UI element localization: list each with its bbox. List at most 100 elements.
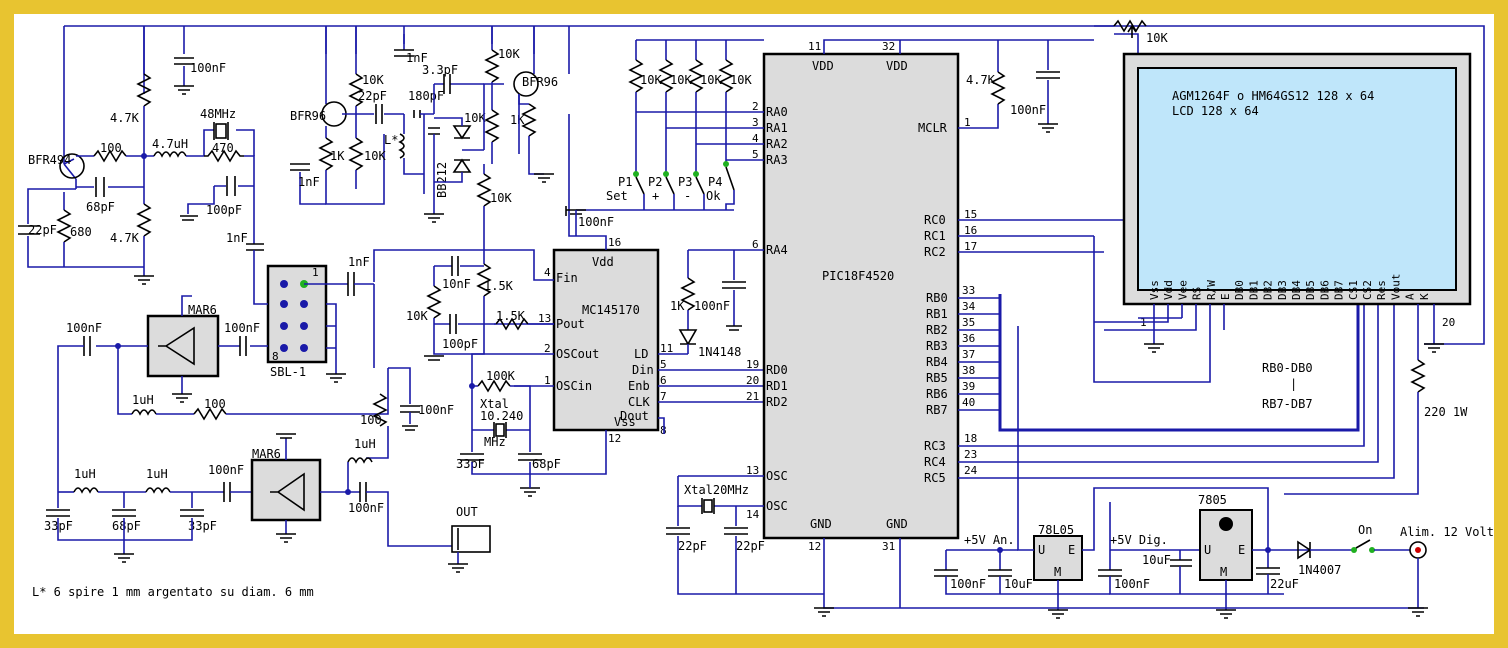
label-100nf-ra4: 100nF bbox=[694, 299, 730, 313]
mc-pin-pout: Pout bbox=[556, 317, 585, 331]
pic-rc2: RC2 bbox=[924, 245, 946, 259]
label-100nf-c: 100nF bbox=[418, 403, 454, 417]
label-1nf-a: 1nF bbox=[226, 231, 248, 245]
label-r47k-top: 4.7K bbox=[110, 111, 140, 125]
pic-rd2: RD2 bbox=[766, 395, 788, 409]
mc145170-name: MC145170 bbox=[582, 303, 640, 317]
pic-ra3: RA3 bbox=[766, 153, 788, 167]
schematic-sheet: BFR494 4.7K 100 4.7uH 48MHz 470 68pF 22p… bbox=[14, 14, 1494, 634]
label-lstar: L* bbox=[384, 133, 398, 147]
label-xtal10-a: Xtal bbox=[480, 397, 509, 411]
mc-pin-vdd: 16 bbox=[608, 236, 621, 249]
label-mar6-b: MAR6 bbox=[252, 447, 281, 461]
mc-pin-oscout-num: 2 bbox=[544, 342, 551, 355]
pic-rc3: RC3 bbox=[924, 439, 946, 453]
label-sbl1: SBL-1 bbox=[270, 365, 306, 379]
label-22pf-x2: 22pF bbox=[736, 539, 765, 553]
schematic-canvas: BFR494 4.7K 100 4.7uH 48MHz 470 68pF 22p… bbox=[18, 19, 1494, 619]
pic-rc5-n: 24 bbox=[964, 464, 978, 477]
mc-pin-dout: Dout bbox=[620, 409, 649, 423]
pic-pin11: 11 bbox=[808, 40, 821, 53]
lcd-pin-rs: RS bbox=[1191, 287, 1204, 300]
label-r470: 470 bbox=[212, 141, 234, 155]
label-r10k-p3: 10K bbox=[700, 73, 722, 87]
mc-pin-vss: 12 bbox=[608, 432, 621, 445]
label-p1: P1 bbox=[618, 175, 632, 189]
label-l47uh: 4.7uH bbox=[152, 137, 188, 151]
pic-vdd1: VDD bbox=[812, 59, 834, 73]
label-180pf: 180pF bbox=[408, 89, 444, 103]
pic-gnd2: GND bbox=[886, 517, 908, 531]
mc-pin-fin: Fin bbox=[556, 271, 578, 285]
pic-ra1-n: 3 bbox=[752, 116, 759, 129]
label-100nf-top: 100nF bbox=[190, 61, 226, 75]
label-set: Set bbox=[606, 189, 628, 203]
lcd-pin-db4: DB4 bbox=[1290, 280, 1303, 300]
label-7805: 7805 bbox=[1198, 493, 1227, 507]
pic-rc0: RC0 bbox=[924, 213, 946, 227]
label-ok: Ok bbox=[706, 189, 721, 203]
pic-rb4-n: 37 bbox=[962, 348, 975, 361]
label-r100b: 100 bbox=[204, 397, 226, 411]
label-48mhz: 48MHz bbox=[200, 107, 236, 121]
pic-rc1: RC1 bbox=[924, 229, 946, 243]
label-r10k-b: 10K bbox=[364, 149, 386, 163]
reg2-m: M bbox=[1220, 565, 1227, 579]
label-r10k-p2: 10K bbox=[670, 73, 692, 87]
label-33pf-b: 33pF bbox=[188, 519, 217, 533]
label-68pf: 68pF bbox=[86, 200, 115, 214]
label-alim: Alim. 12 Volt bbox=[1400, 525, 1494, 539]
label-plus: + bbox=[652, 189, 659, 203]
label-22uf: 22uF bbox=[1270, 577, 1299, 591]
pic-vdd2: VDD bbox=[886, 59, 908, 73]
label-100nf-b: 100nF bbox=[224, 321, 260, 335]
label-r680: 680 bbox=[70, 225, 92, 239]
lcd-pin-vdd: Vdd bbox=[1162, 280, 1175, 300]
pic-rb0-n: 33 bbox=[962, 284, 975, 297]
label-33pf-c: 33pF bbox=[456, 457, 485, 471]
label-bb212: BB212 bbox=[435, 162, 449, 198]
mc-vss-label: Vss bbox=[614, 415, 636, 429]
power-supply: +5V An. 78L05 U E M 100nF 10uF +5V Dig. … bbox=[934, 326, 1494, 619]
mc-pin-enb-num: 6 bbox=[660, 374, 667, 387]
pic-ra1: RA1 bbox=[766, 121, 788, 135]
pic-rb5: RB5 bbox=[926, 371, 948, 385]
note-coil: L* 6 spire 1 mm argentato su diam. 6 mm bbox=[32, 585, 314, 599]
mc-pin-enb: Enb bbox=[628, 379, 650, 393]
pic-rb1-n: 34 bbox=[962, 300, 976, 313]
label-bfr96-a: BFR96 bbox=[290, 109, 326, 123]
sbl1-pin8: 8 bbox=[272, 350, 279, 363]
label-3p3pf: 3.3pF bbox=[422, 63, 458, 77]
label-22pf-b: 22pF bbox=[358, 89, 387, 103]
bfr494-oscillator: BFR494 4.7K 100 4.7uH 48MHz 470 68pF 22p… bbox=[18, 26, 264, 285]
pic-rb3: RB3 bbox=[926, 339, 948, 353]
label-r47k-low: 4.7K bbox=[110, 231, 140, 245]
mc-pin-oscin: OSCin bbox=[556, 379, 592, 393]
label-78l05: 78L05 bbox=[1038, 523, 1074, 537]
label-minus: - bbox=[684, 189, 691, 203]
lcd-pin-db0: DB0 bbox=[1233, 280, 1246, 300]
label-r1k-b: 1K bbox=[510, 113, 525, 127]
label-10nf: 10nF bbox=[442, 277, 471, 291]
label-r47k-mclr: 4.7K bbox=[966, 73, 996, 87]
reg1-m: M bbox=[1054, 565, 1061, 579]
mc-pin-oscout: OSCout bbox=[556, 347, 599, 361]
pic-name: PIC18F4520 bbox=[822, 269, 894, 283]
label-68pf-c: 68pF bbox=[532, 457, 561, 471]
pic-rb0: RB0 bbox=[926, 291, 948, 305]
lcd-pin-last: 20 bbox=[1442, 316, 1455, 329]
lcd-pin-vss: Vss bbox=[1148, 280, 1161, 300]
pic-rb2-n: 35 bbox=[962, 316, 975, 329]
pic-rb-pins: RB0 33 RB1 34 RB2 35 RB3 36 RB4 37 RB5 3… bbox=[926, 284, 1000, 417]
pic-rb7: RB7 bbox=[926, 403, 948, 417]
output-stage: 1uH 1uH 100nF 33pF 68pF 33pF MAR6 100nF … bbox=[32, 433, 491, 599]
lcd-screen bbox=[1137, 67, 1457, 291]
pic-rd2-n: 21 bbox=[746, 390, 759, 403]
label-1uh-b: 1uH bbox=[354, 437, 376, 451]
pic-osc2: OSC bbox=[766, 499, 788, 513]
label-r1k-a: 1K bbox=[330, 149, 345, 163]
label-mar6-a: MAR6 bbox=[188, 303, 217, 317]
bus-label-bottom: RB7-DB7 bbox=[1262, 397, 1313, 411]
pic-chip bbox=[762, 52, 960, 540]
